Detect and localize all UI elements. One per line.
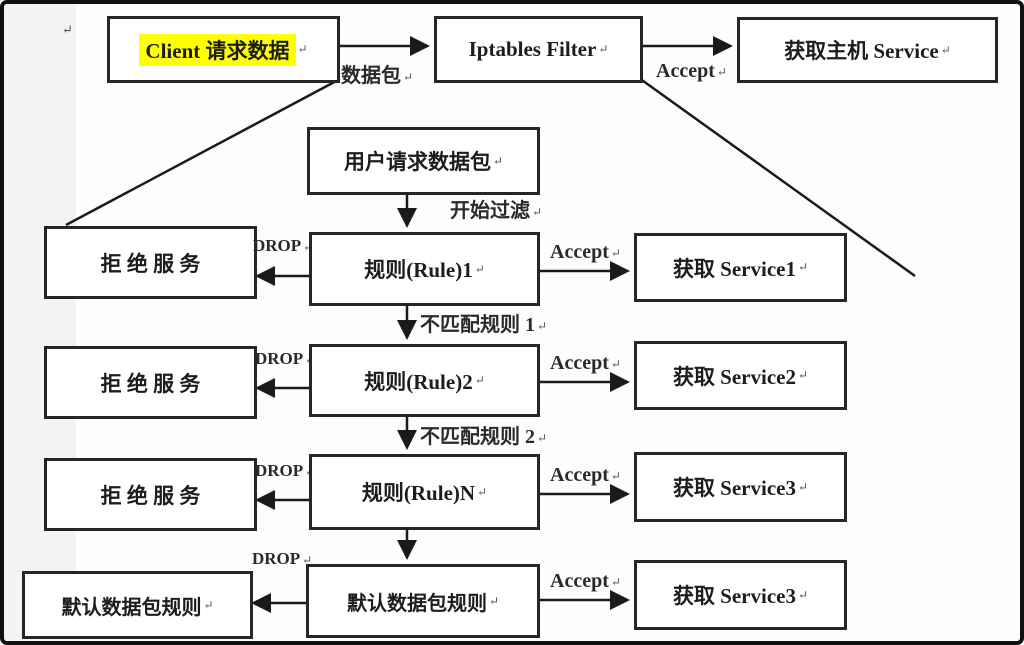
iptables-filter-label: Iptables Filter [468, 37, 597, 61]
ruleN-label: 规则(Rule)N [361, 481, 476, 505]
return-mark: ↵ [797, 479, 809, 494]
return-mark: ↵ [537, 430, 548, 445]
return-mark: ↵ [797, 260, 809, 274]
drop-text: DROP [253, 236, 302, 255]
rule1-label: 规则(Rule)1 [364, 258, 473, 282]
accept-text: Accept [550, 352, 609, 374]
return-mark: ↵ [492, 153, 504, 168]
packet-arrow-text: 数据包 [341, 65, 401, 87]
client-request-box: Client 请求数据↵ [107, 16, 340, 83]
accept-label-2: Accept↵ [550, 352, 621, 375]
service3-label: 获取 Service3 [672, 476, 796, 500]
no-match-text: 不匹配规则 1 [420, 314, 535, 336]
client-request-label: Client 请求数据 [139, 33, 296, 66]
return-mark: ↵ [203, 597, 214, 612]
return-mark: ↵ [303, 240, 313, 254]
deny-service-label: 拒 绝 服 务 [100, 371, 201, 396]
default-policy-box: 默认数据包规则↵ [306, 564, 540, 638]
return-mark: ↵ [598, 42, 609, 56]
accept-text: Accept [550, 570, 609, 592]
rule2-label: 规则(Rule)2 [364, 369, 473, 394]
service1-box: 获取 Service1↵ [634, 233, 847, 302]
rule1-box: 规则(Rule)1↵ [309, 232, 540, 306]
service1-label: 获取 Service1 [672, 256, 796, 281]
drop-label-1: DROP↵ [253, 236, 313, 256]
return-mark: ↵ [610, 574, 621, 589]
host-service-box: 获取主机 Service↵ [737, 17, 998, 83]
default-policy-left-label: 默认数据包规则 [61, 596, 202, 619]
service3-box: 获取 Service3↵ [634, 452, 847, 522]
service3-bottom-box: 获取 Service3↵ [634, 560, 847, 630]
page-margin-strip [4, 4, 76, 641]
user-request-label: 用户请求数据包 [343, 150, 491, 174]
service2-box: 获取 Service2↵ [634, 341, 847, 410]
accept-top-text: Accept [656, 60, 715, 82]
rule2-box: 规则(Rule)2↵ [309, 344, 540, 417]
deny-service-box-3: 拒 绝 服 务 [44, 458, 257, 531]
drop-label-2: DROP↵ [255, 349, 315, 369]
return-mark: ↵ [477, 484, 488, 499]
start-filter-label: 开始过滤↵ [450, 194, 542, 223]
iptables-filter-box: Iptables Filter↵ [434, 16, 643, 83]
drop-label-3: DROP↵ [255, 461, 315, 481]
return-mark: ↵ [532, 204, 543, 219]
user-request-box: 用户请求数据包↵ [307, 127, 540, 195]
default-policy-left-box: 默认数据包规则↵ [22, 571, 253, 639]
return-mark: ↵ [474, 261, 485, 276]
accept-label-1: Accept↵ [550, 241, 621, 264]
no-match-label-2: 不匹配规则 2↵ [420, 420, 547, 449]
drop-text: DROP [252, 549, 301, 568]
return-mark: ↵ [62, 22, 73, 37]
return-mark: ↵ [610, 468, 621, 483]
deny-service-box-1: 拒 绝 服 务 [44, 226, 257, 299]
packet-arrow-label: 数据包↵ [341, 59, 413, 88]
service2-label: 获取 Service2 [672, 364, 796, 389]
drop-text: DROP [255, 461, 304, 480]
no-match-label-1: 不匹配规则 1↵ [420, 308, 547, 337]
return-mark: ↵ [940, 42, 951, 57]
return-mark: ↵ [797, 368, 809, 382]
return-mark: ↵ [297, 42, 308, 56]
return-mark: ↵ [610, 356, 621, 371]
return-mark: ↵ [537, 318, 548, 333]
deny-service-box-2: 拒 绝 服 务 [44, 346, 257, 419]
start-filter-text: 开始过滤 [450, 200, 530, 222]
default-policy-label: 默认数据包规则 [346, 592, 487, 615]
return-mark: ↵ [716, 64, 727, 79]
host-service-label: 获取主机 Service [784, 39, 939, 63]
return-mark: ↵ [488, 593, 500, 608]
accept-label-3: Accept↵ [550, 464, 621, 487]
accept-top-label: Accept↵ [656, 60, 727, 83]
return-mark: ↵ [797, 587, 809, 602]
deny-service-label: 拒 绝 服 务 [100, 483, 201, 508]
return-mark: ↵ [474, 373, 485, 387]
drop-label-4: DROP↵ [252, 549, 312, 569]
return-mark: ↵ [610, 245, 621, 260]
no-match-text: 不匹配规则 2 [420, 426, 535, 448]
deny-service-label: 拒 绝 服 务 [100, 251, 201, 276]
return-mark: ↵ [403, 69, 414, 84]
accept-text: Accept [550, 241, 609, 263]
drop-text: DROP [255, 349, 304, 368]
zoom-diagonal-left [65, 77, 341, 227]
accept-label-4: Accept↵ [550, 570, 621, 593]
accept-text: Accept [550, 464, 609, 486]
service3-bottom-label: 获取 Service3 [672, 584, 796, 608]
ruleN-box: 规则(Rule)N↵ [309, 454, 540, 530]
return-mark: ↵ [302, 552, 313, 567]
